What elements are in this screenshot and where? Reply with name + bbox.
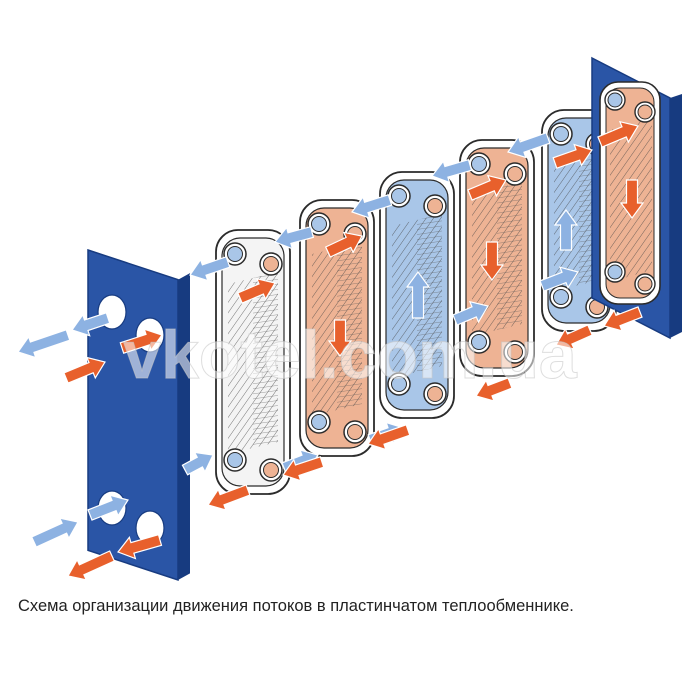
arrows-layer	[17, 120, 645, 581]
cold-flow-arrow-icon	[17, 329, 71, 359]
hot-flow-arrow-icon	[63, 356, 106, 384]
hot-flow-arrow-icon	[237, 277, 276, 304]
hot-flow-arrow-icon	[467, 174, 507, 201]
cold-flow-arrow-icon	[539, 266, 579, 292]
hot-flow-arrow-icon	[207, 484, 251, 511]
cold-flow-arrow-icon	[274, 225, 315, 250]
hot-flow-arrow-icon	[552, 143, 593, 169]
plate-2	[215, 229, 291, 495]
hot-flow-arrow-icon	[475, 377, 513, 402]
hot-flow-arrow-icon	[603, 306, 643, 332]
cold-flow-arrow-icon	[351, 194, 393, 219]
watermark-text: vkotel.com.ua	[123, 317, 578, 393]
hot-flow-arrow-icon	[327, 319, 353, 358]
hot-flow-arrow-icon	[324, 231, 363, 258]
cold-flow-arrow-icon	[431, 158, 473, 184]
hot-flow-arrow-icon	[619, 179, 645, 220]
hot-flow-arrow-icon	[117, 533, 163, 560]
cold-flow-arrow-icon	[189, 256, 231, 282]
hot-flow-arrow-icon	[479, 241, 505, 282]
cold-flow-arrow-icon	[181, 451, 214, 476]
hot-flow-arrow-icon	[597, 120, 639, 148]
cold-flow-arrow-icon	[553, 208, 579, 251]
cold-flow-arrow-icon	[71, 312, 111, 337]
cold-flow-arrow-icon	[507, 132, 551, 159]
hot-flow-arrow-icon	[119, 328, 163, 354]
hot-flow-arrow-icon	[555, 324, 593, 350]
cold-flow-arrow-icon	[405, 270, 431, 319]
cold-flow-arrow-icon	[452, 300, 489, 326]
cold-flow-arrow-icon	[30, 517, 79, 548]
hot-flow-arrow-icon	[67, 550, 116, 581]
hot-flow-arrow-icon	[367, 424, 411, 451]
hot-flow-arrow-icon	[282, 456, 325, 482]
cold-flow-arrow-icon	[87, 494, 129, 521]
diagram-caption: Схема организации движения потоков в пла…	[18, 597, 574, 615]
